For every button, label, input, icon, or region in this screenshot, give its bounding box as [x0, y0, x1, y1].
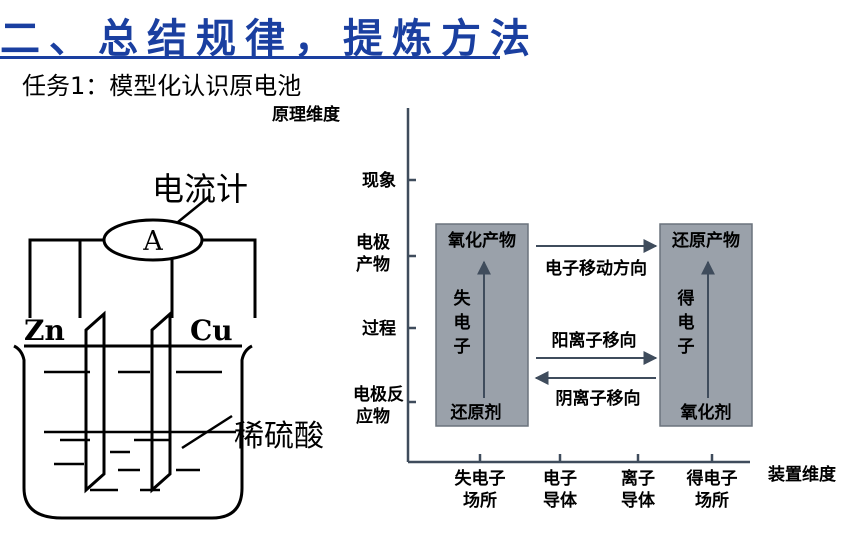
ammeter-symbol	[102, 218, 204, 262]
heading-underline	[0, 56, 500, 59]
cathode-process-char: 电	[678, 312, 695, 333]
cathode-process-char: 子	[678, 337, 695, 357]
cation-flow-label: 阳离子移向	[552, 330, 637, 351]
page-heading: 二、总结规律，提炼方法	[0, 16, 539, 62]
y-tick-label-electrode-reactant: 应物	[356, 406, 390, 427]
electron-flow-label: 电子移动方向	[545, 258, 647, 279]
cathode-product-label: 还原产物	[671, 230, 740, 251]
electrolyte-label: 稀硫酸	[234, 419, 324, 454]
task-subtitle: 任务1：模型化认识原电池	[22, 72, 302, 100]
cathode-process-char: 得	[677, 288, 695, 309]
cathode-reactant-label: 氧化剂	[680, 402, 732, 423]
x-tick-label-ion-conductor: 导体	[621, 490, 656, 511]
x-tick-label-reduction-site: 得电子	[686, 468, 738, 489]
x-tick-label-electron-conductor: 导体	[543, 490, 578, 511]
meter-label-leader	[177, 195, 211, 223]
y-axis-title: 原理维度	[272, 104, 341, 125]
anion-flow-label: 阴离子移向	[556, 388, 641, 409]
solution-lines	[44, 370, 236, 492]
zinc-label: Zn	[24, 314, 65, 347]
circuit-wire	[28, 238, 257, 318]
beaker	[13, 344, 253, 520]
x-tick-label-reduction-site: 场所	[695, 491, 729, 511]
anode-reactant-label: 还原剂	[450, 402, 502, 423]
anode-process-char: 电	[454, 312, 471, 333]
zinc-electrode	[84, 310, 106, 494]
ammeter-group: A 电流计	[102, 170, 248, 262]
anode-process-char: 失	[454, 288, 472, 309]
copper-label: Cu	[190, 314, 233, 347]
axes	[406, 108, 750, 464]
anode-product-label: 氧化产物	[447, 230, 516, 251]
electrodes	[84, 310, 172, 494]
y-tick-label-electrode-product: 产物	[356, 254, 390, 275]
anode-box	[435, 223, 529, 427]
y-tick-label-process: 过程	[362, 319, 396, 339]
copper-electrode	[150, 310, 172, 494]
y-tick-label-electrode-product: 电极	[356, 232, 390, 253]
cathode-box	[659, 223, 753, 427]
x-tick-label-oxidation-site: 场所	[463, 491, 497, 511]
x-axis-title: 装置维度	[767, 464, 837, 485]
x-tick-label-ion-conductor: 离子	[621, 468, 655, 489]
x-tick-label-electron-conductor: 电子	[543, 468, 577, 489]
x-tick-label-oxidation-site: 失电子	[455, 468, 506, 489]
y-tick-label-phenomenon: 现象	[362, 170, 396, 191]
anode-process-char: 子	[454, 337, 471, 357]
galvanic-cell-apparatus	[28, 238, 257, 318]
y-tick-label-electrode-reactant: 电极反	[353, 384, 404, 405]
ammeter-letter: A	[142, 226, 163, 257]
meter-label: 电流计	[152, 170, 248, 208]
